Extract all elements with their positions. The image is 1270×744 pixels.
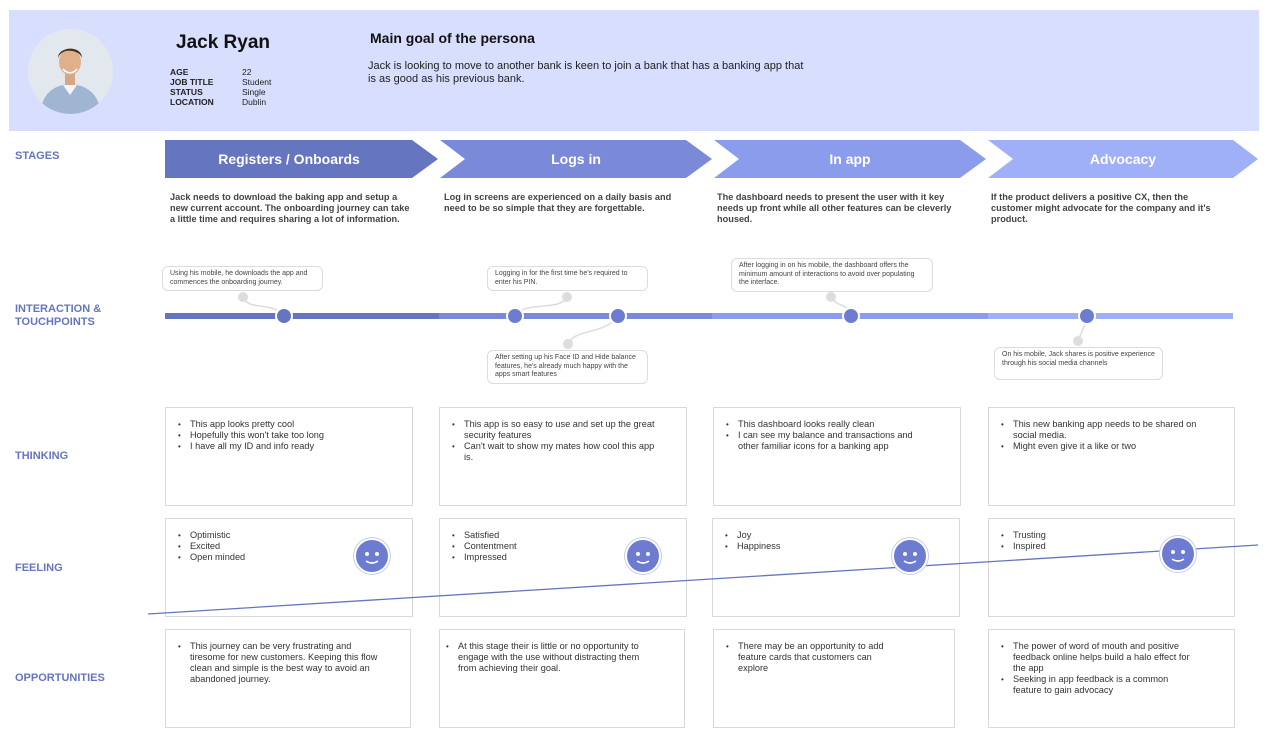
thinking-row-label: THINKING: [15, 450, 69, 462]
thinking-item: I can see my balance and transactions an…: [726, 430, 934, 452]
opportunity-item: Seeking in app feedback is a common feat…: [1001, 674, 1199, 696]
smiley-face-icon: [1160, 536, 1196, 572]
opportunity-card-3: There may be an opportunity to add featu…: [713, 629, 955, 728]
stage-title-4: Advocacy: [1089, 151, 1157, 167]
thinking-card-3: This dashboard looks really clean I can …: [713, 407, 961, 506]
interaction-row-label: INTERACTION & TOUCHPOINTS: [15, 303, 101, 329]
touchpoint-callout-1: Using his mobile, he downloads the app a…: [162, 266, 323, 291]
opportunity-card-1: This journey can be very frustrating and…: [165, 629, 411, 728]
touchpoint-callout-4: After logging in on his mobile, the dash…: [731, 258, 933, 292]
persona-photo-icon: [28, 29, 113, 114]
connector-1: [242, 296, 285, 317]
location-value: Dublin: [242, 97, 267, 107]
connector-2: [514, 296, 568, 317]
goal-title: Main goal of the persona: [370, 30, 535, 46]
thinking-item: I have all my ID and info ready: [178, 441, 412, 452]
thinking-item: Hopefully this won't take too long: [178, 430, 412, 441]
opportunity-item: This journey can be very frustrating and…: [178, 641, 386, 685]
thinking-card-2: This app is so easy to use and set up th…: [439, 407, 687, 506]
connector-5: [1077, 315, 1088, 342]
thinking-item: Might even give it a like or two: [1001, 441, 1204, 452]
thinking-item: This dashboard looks really clean: [726, 419, 934, 430]
stage-title-1: Registers / Onboards: [218, 151, 360, 167]
touchpoint-node-5: [1078, 307, 1096, 325]
touchpoint-line-1: [165, 313, 439, 319]
stage-description-4: If the product delivers a positive CX, t…: [991, 192, 1211, 224]
goal-text: Jack is looking to move to another bank …: [368, 60, 804, 85]
touchpoint-node-2: [506, 307, 524, 325]
touchpoint-node-1: [275, 307, 293, 325]
touchpoint-callout-3: After setting up his Face ID and Hide ba…: [487, 350, 648, 384]
stage-description-3: The dashboard needs to present the user …: [717, 192, 952, 224]
opportunity-item: The power of word of mouth and positive …: [1001, 641, 1199, 674]
feeling-item: Optimistic: [178, 530, 412, 541]
feeling-row-label: FEELING: [15, 562, 63, 574]
stage-description-1: Jack needs to download the baking app an…: [170, 192, 410, 224]
interaction-label-line2: TOUCHPOINTS: [15, 316, 95, 328]
feeling-item: Trusting: [1001, 530, 1234, 541]
opportunity-card-2: At this stage their is little or no oppo…: [439, 629, 685, 728]
opportunities-row-label: OPPORTUNITIES: [15, 672, 105, 684]
persona-name: Jack Ryan: [176, 32, 271, 53]
touchpoint-line-2: [439, 313, 712, 319]
touchpoint-callout-2: Logging in for the first time he's requi…: [487, 266, 648, 291]
connector-4: [830, 296, 852, 317]
thinking-item: This app is so easy to use and set up th…: [452, 419, 655, 441]
job-title-value: Student: [242, 77, 272, 87]
smiley-face-icon: [892, 538, 928, 574]
touchpoint-line-3: [712, 313, 988, 319]
touchpoint-node-3: [609, 307, 627, 325]
connector-dot-3: [563, 339, 573, 349]
age-value: 22: [242, 67, 252, 77]
thinking-item: This new banking app needs to be shared …: [1001, 419, 1204, 441]
touchpoint-callout-5: On his mobile, Jack shares is positive e…: [994, 347, 1163, 380]
job-title-label: JOB TITLE: [170, 77, 214, 87]
connector-dot-5: [1073, 336, 1083, 346]
touchpoint-node-4: [842, 307, 860, 325]
connector-dot-1: [238, 292, 248, 302]
opportunity-item: There may be an opportunity to add featu…: [726, 641, 884, 674]
opportunity-item: At this stage their is little or no oppo…: [446, 641, 660, 674]
connector-dot-4: [826, 292, 836, 302]
persona-details: AGE 22 JOB TITLE Student STATUS Single LOCA…: [170, 67, 271, 107]
feeling-card-4: Trusting Inspired: [988, 518, 1235, 617]
age-label: AGE: [170, 67, 189, 77]
thinking-item: This app looks pretty cool: [178, 419, 412, 430]
status-value: Single: [242, 87, 266, 97]
status-label: STATUS: [170, 87, 203, 97]
interaction-label-line1: INTERACTION &: [15, 303, 102, 315]
stages-row-label: STAGES: [15, 150, 60, 162]
persona-header: [9, 10, 1259, 131]
feeling-item: Inspired: [1001, 541, 1234, 552]
thinking-card-1: This app looks pretty cool Hopefully thi…: [165, 407, 413, 506]
touchpoint-line-4: [988, 313, 1233, 319]
opportunity-card-4: The power of word of mouth and positive …: [988, 629, 1235, 728]
feeling-item: Satisfied: [452, 530, 686, 541]
persona-avatar: [28, 29, 113, 114]
connector-3: [567, 315, 619, 345]
stage-title-2: Logs in: [551, 151, 601, 167]
feeling-item: Joy: [725, 530, 959, 541]
thinking-item: Can't wait to show my mates how cool thi…: [452, 441, 655, 463]
smiley-face-icon: [354, 538, 390, 574]
thinking-card-4: This new banking app needs to be shared …: [988, 407, 1235, 506]
connector-dot-2: [562, 292, 572, 302]
stage-title-3: In app: [829, 151, 871, 167]
stage-description-2: Log in screens are experienced on a dail…: [444, 192, 672, 213]
location-label: LOCATION: [170, 97, 214, 107]
smiley-face-icon: [625, 538, 661, 574]
